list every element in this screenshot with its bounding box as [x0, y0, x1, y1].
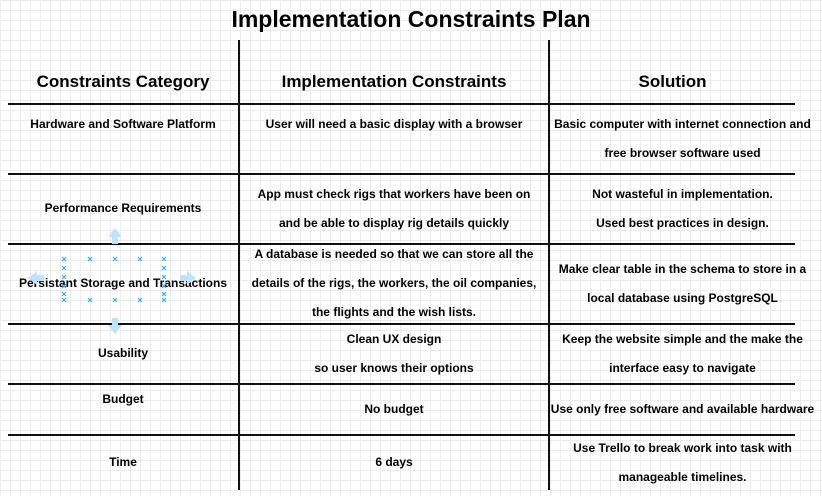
cell-text-line: A database is needed so that we can stor… — [254, 247, 534, 261]
cell-category[interactable]: Performance Requirements — [8, 174, 238, 243]
cell-text-line: interface easy to navigate — [609, 360, 756, 375]
cell-text-line: No budget — [364, 401, 424, 416]
cell-text-line: Use only free software and available har… — [550, 401, 815, 416]
cell-text-line: the flights and the wish lists. — [311, 305, 476, 319]
row-divider — [8, 173, 795, 175]
cell-solution[interactable]: Make clear table in the schema to store … — [550, 244, 815, 323]
cell-solution[interactable]: Keep the website simple and the make the… — [550, 324, 815, 383]
row-divider — [8, 434, 795, 436]
cell-category[interactable]: Hardware and Software Platform — [8, 90, 238, 159]
header-solution[interactable]: Solution — [638, 72, 707, 91]
row-divider — [8, 103, 795, 105]
cell-text-line: Hardware and Software Platform — [30, 117, 216, 131]
cell-constraint[interactable]: App must check rigs that workers have be… — [240, 174, 548, 243]
cell-constraint[interactable]: No budget — [240, 384, 548, 434]
header-constraints-category[interactable]: Constraints Category — [36, 72, 210, 91]
cell-solution[interactable]: Basic computer with internet connection … — [550, 104, 815, 173]
cell-text-line: Budget — [102, 391, 144, 406]
cell-text-line: Time — [109, 455, 137, 469]
cell-text-line: Basic computer with internet connection … — [554, 116, 811, 131]
cell-text-line: Keep the website simple and the make the — [562, 331, 803, 346]
cell-text-line: Not wasteful in implementation. — [592, 186, 773, 201]
cell-text-line: free browser software used — [604, 145, 761, 160]
cell-text-line: and be able to display rig details quick… — [278, 215, 510, 230]
cell-text-line: manageable timelines. — [618, 469, 747, 484]
cell-solution[interactable]: Use Trello to break work into task with m… — [550, 435, 815, 490]
cell-solution[interactable]: Use only free software and available har… — [550, 384, 815, 434]
page-title: Implementation Constraints Plan — [231, 6, 591, 32]
column-divider — [548, 40, 550, 490]
cell-text-line: 6 days — [375, 455, 413, 469]
cell-solution[interactable]: Not wasteful in implementation. Used best… — [550, 174, 815, 243]
cell-text-line: User will need a basic display with a br… — [265, 117, 523, 131]
row-divider — [8, 243, 795, 245]
cell-category[interactable]: Usability — [8, 324, 238, 383]
cell-text-line: Make clear table in the schema to store … — [558, 261, 807, 276]
cell-constraint[interactable]: 6 days — [240, 435, 548, 490]
cell-category[interactable]: Persistant Storage and Transactions — [8, 244, 238, 323]
cell-text-line: local database using PostgreSQL — [587, 290, 778, 305]
cell-category[interactable]: Time — [8, 435, 238, 490]
row-divider — [8, 383, 795, 385]
row-divider — [8, 323, 795, 325]
cell-text-line: details of the rigs, the workers, the oi… — [251, 276, 537, 290]
cell-category[interactable]: Budget — [8, 374, 238, 424]
cell-text-line: Performance Requirements — [44, 201, 202, 215]
cell-constraint[interactable]: User will need a basic display with a br… — [240, 90, 548, 159]
cell-text-line: Used best practices in design. — [596, 215, 769, 230]
header-implementation-constraints[interactable]: Implementation Constraints — [281, 72, 507, 91]
column-divider — [238, 40, 240, 490]
cell-text-line: Usability — [97, 346, 148, 360]
cell-text-line: so user knows their options — [314, 360, 474, 375]
cell-text-line: Use Trello to break work into task with — [573, 440, 792, 455]
cell-text-line: Clean UX design — [346, 331, 442, 346]
cell-text-line: App must check rigs that workers have be… — [257, 186, 531, 201]
cell-constraint[interactable]: Clean UX design so user knows their optio… — [240, 324, 548, 383]
cell-text-line: Persistant Storage and Transactions — [18, 276, 228, 290]
cell-constraint[interactable]: A database is needed so that we can stor… — [240, 244, 548, 323]
